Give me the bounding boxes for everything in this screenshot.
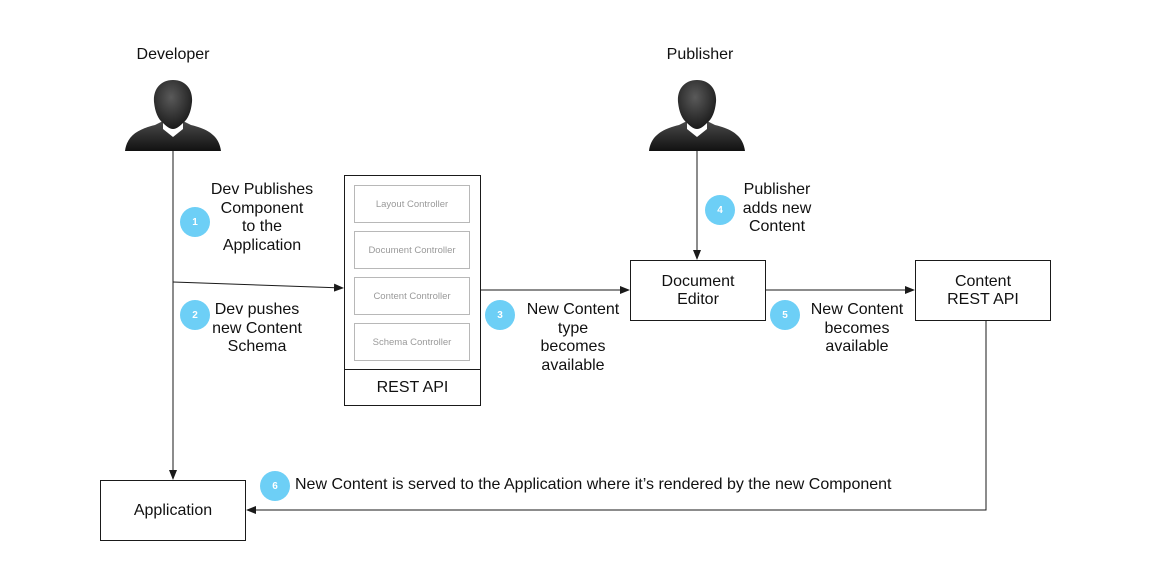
publisher-avatar-icon [649, 80, 745, 151]
step-2-text: Dev pushes new Content Schema [212, 301, 302, 355]
step-6-badge: 6 [260, 471, 290, 501]
layout-controller: Layout Controller [354, 185, 470, 223]
step-1-badge: 1 [180, 207, 210, 237]
publisher-label: Publisher [666, 46, 734, 63]
developer-avatar-icon [125, 80, 221, 151]
step-6-text: New Content is served to the Application… [295, 476, 892, 493]
step-5-text: New Content becomes available [810, 301, 904, 355]
step-4-badge: 4 [705, 195, 735, 225]
application-box: Application [100, 480, 246, 541]
content-controller: Content Controller [354, 277, 470, 315]
step-1-text: Dev Publishes Component to the Applicati… [210, 181, 314, 254]
rest-api-container: Layout Controller Document Controller Co… [344, 175, 481, 406]
arrow-content-api-to-application [246, 321, 987, 514]
arrow-developer-to-rest-api [172, 281, 344, 292]
step-3-badge: 3 [485, 300, 515, 330]
document-controller: Document Controller [354, 231, 470, 269]
schema-controller: Schema Controller [354, 323, 470, 361]
rest-api-divider [345, 369, 480, 370]
step-3-text: New Content type becomes available [526, 301, 620, 374]
step-5-badge: 5 [770, 300, 800, 330]
document-editor-box: Document Editor [630, 260, 766, 321]
step-2-badge: 2 [180, 300, 210, 330]
developer-label: Developer [136, 46, 210, 63]
content-rest-api-box: Content REST API [915, 260, 1051, 321]
rest-api-label: REST API [376, 378, 449, 396]
step-4-text: Publisher adds new Content [742, 181, 812, 235]
